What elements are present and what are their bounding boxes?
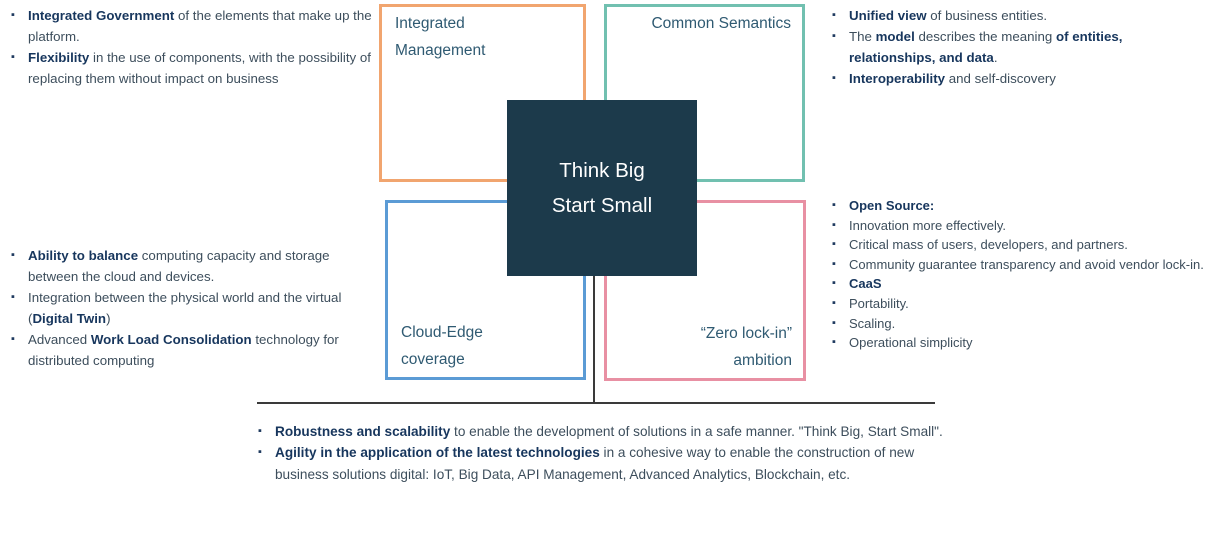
list-item: Interoperability and self-discovery — [831, 68, 1211, 89]
list-item: Integrated Government of the elements th… — [10, 5, 374, 47]
list-item: Portability. — [831, 294, 1221, 314]
list-item: Innovation more effectively. — [831, 216, 1221, 236]
list-item-text: Integration between the physical world a… — [28, 290, 342, 326]
box-label-zero-lock-in-ambition: “Zero lock-in” ambition — [700, 325, 792, 369]
center-box-line-2: Start Small — [551, 194, 653, 217]
list-item-text: Scaling. — [849, 315, 896, 331]
list-item-text-bold: model — [875, 29, 915, 44]
box-label-cloud-edge-coverage: Cloud-Edge coverage — [401, 324, 483, 368]
list-item-text: computing capacity and storage between t… — [28, 248, 330, 284]
box-label-common-semantics: Common Semantics — [651, 15, 791, 32]
list-item-text-bold: Integrated Government — [28, 8, 175, 23]
list-item-text-bold: Agility in the application of the latest… — [275, 445, 600, 461]
list-foundation-points: Robustness and scalability to enable the… — [257, 421, 945, 485]
list-item: Critical mass of users, developers, and … — [831, 235, 1221, 255]
list-item: Operational simplicity — [831, 333, 1221, 353]
list-zero-lock-in-points: Open Source: Innovation more effectively.… — [831, 196, 1221, 353]
list-item: Integration between the physical world a… — [10, 287, 374, 329]
box-label-integrated-management: Integrated Management — [395, 15, 486, 59]
list-item-text-bold: Digital Twin — [32, 311, 107, 326]
list-item-text: technology for distributed computing — [28, 332, 339, 368]
list-item: Community guarantee transparency and avo… — [831, 255, 1221, 275]
list-item-text: of business entities. — [926, 8, 1048, 23]
list-item-text-bold: CaaS — [849, 276, 882, 292]
center-box-line-1: Think Big — [559, 159, 645, 182]
connector-vertical-line — [593, 276, 595, 403]
list-item: Agility in the application of the latest… — [257, 442, 945, 485]
list-item-text-bold: Open Source: — [849, 198, 935, 213]
list-item-text-bold: of entities, relationships, and data — [849, 29, 1123, 65]
list-item-text-bold: Robustness and scalability — [275, 424, 451, 439]
list-item-text-bold: Unified view — [849, 8, 927, 23]
list-item: Scaling. — [831, 314, 1221, 334]
list-item-text: . — [993, 50, 998, 65]
list-item: Open Source: — [831, 196, 1221, 216]
list-item: CaaS — [831, 274, 1221, 294]
list-item-text: Operational simplicity — [849, 335, 973, 351]
list-common-semantics-points: Unified view of business entities.The mo… — [831, 5, 1211, 89]
list-item-text: Innovation more effectively. — [849, 217, 1007, 233]
list-item-text: describes the meaning — [914, 29, 1056, 44]
list-item-text: of the elements that make up the platfor… — [28, 8, 372, 44]
list-item-text: in the use of components, with the possi… — [28, 50, 371, 86]
list-item-text: and self-discovery — [945, 71, 1056, 86]
box-integrated-management: Integrated Management — [379, 4, 586, 182]
list-item: Ability to balance computing capacity an… — [10, 245, 374, 287]
list-item-text: in a cohesive way to enable the construc… — [275, 445, 915, 482]
list-item-text-bold: Work Load Consolidation — [90, 332, 252, 347]
list-item-text-bold: Ability to balance — [28, 248, 139, 263]
list-item-text: The — [849, 29, 876, 44]
list-item-text-bold: Flexibility — [28, 50, 90, 65]
list-item: Robustness and scalability to enable the… — [257, 421, 945, 443]
list-item-text-bold: Interoperability — [849, 71, 946, 86]
list-item: The model describes the meaning of entit… — [831, 26, 1211, 68]
list-item-text: ) — [106, 311, 111, 326]
connector-horizontal-line — [257, 402, 935, 404]
list-item-text: Portability. — [849, 295, 909, 311]
box-cloud-edge-coverage: Cloud-Edge coverage — [385, 200, 586, 380]
list-item: Advanced Work Load Consolidation technol… — [10, 329, 374, 371]
box-zero-lock-in-ambition: “Zero lock-in” ambition — [604, 200, 806, 381]
list-cloud-edge-points: Ability to balance computing capacity an… — [10, 245, 374, 371]
list-item: Flexibility in the use of components, wi… — [10, 47, 374, 89]
list-integrated-management-points: Integrated Government of the elements th… — [10, 5, 374, 89]
box-common-semantics: Common Semantics — [604, 4, 805, 182]
list-item-text: Advanced — [28, 332, 91, 347]
list-item-text: Critical mass of users, developers, and … — [849, 237, 1128, 253]
list-item-text: to enable the development of solutions i… — [450, 424, 943, 439]
list-item: Unified view of business entities. — [831, 5, 1211, 26]
list-item-text: Community guarantee transparency and avo… — [849, 256, 1204, 272]
center-think-big-start-small-box: Think Big Start Small — [507, 100, 697, 276]
